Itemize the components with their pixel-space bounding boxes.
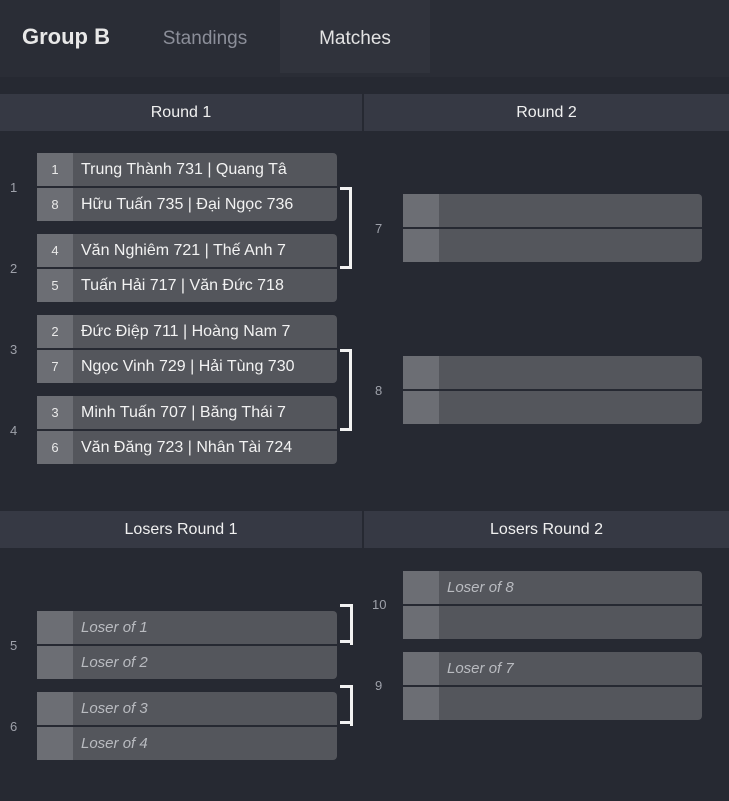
match-slot-bottom[interactable]: Loser of 4 (37, 727, 337, 760)
seed-badge: 2 (37, 315, 73, 348)
match-5[interactable]: Loser of 1 Loser of 2 (37, 611, 337, 679)
match-number: 1 (10, 180, 18, 195)
match-number: 10 (372, 597, 387, 612)
match-slot-top[interactable]: 2 Đức Điệp 711 | Hoàng Nam 7 (37, 315, 337, 348)
tab-standings[interactable]: Standings (162, 28, 248, 49)
match-number: 3 (10, 342, 18, 357)
seed-badge: 1 (37, 153, 73, 186)
match-number: 2 (10, 261, 18, 276)
bracket-connector (340, 721, 353, 724)
match-8[interactable] (403, 356, 702, 424)
seed-badge (37, 727, 73, 760)
round-1-header: Round 1 (0, 94, 362, 131)
placeholder-label: Loser of 2 (81, 654, 148, 671)
team-name: Trung Thành 731 | Quang Tâ (81, 161, 287, 178)
seed-badge (403, 356, 439, 389)
match-slot-top[interactable]: 1 Trung Thành 731 | Quang Tâ (37, 153, 337, 186)
placeholder-label: Loser of 1 (81, 619, 148, 636)
match-slot-top[interactable]: Loser of 3 (37, 692, 337, 725)
match-10[interactable]: Loser of 8 (403, 571, 702, 639)
match-slot-top[interactable]: Loser of 8 (403, 571, 702, 604)
seed-badge (403, 391, 439, 424)
seed-badge (403, 687, 439, 720)
match-slot-top[interactable]: 4 Văn Nghiêm 721 | Thế Anh 7 (37, 234, 337, 267)
team-name: Đức Điệp 711 | Hoàng Nam 7 (81, 323, 291, 340)
seed-badge (37, 611, 73, 644)
team-name: Văn Đăng 723 | Nhân Tài 724 (81, 439, 293, 456)
seed-badge (403, 606, 439, 639)
seed-badge (403, 571, 439, 604)
match-number: 5 (10, 638, 18, 653)
match-slot-bottom[interactable]: 6 Văn Đăng 723 | Nhân Tài 724 (37, 431, 337, 464)
top-bar: Group B Standings Matches (0, 0, 729, 77)
match-slot-bottom[interactable] (403, 391, 702, 424)
match-number: 9 (375, 678, 383, 693)
team-name: Tuấn Hải 717 | Văn Đức 718 (81, 277, 284, 294)
match-slot-bottom[interactable]: 7 Ngọc Vinh 729 | Hải Tùng 730 (37, 350, 337, 383)
match-slot-bottom[interactable]: Loser of 2 (37, 646, 337, 679)
match-6[interactable]: Loser of 3 Loser of 4 (37, 692, 337, 760)
seed-badge (403, 652, 439, 685)
seed-badge (37, 692, 73, 725)
match-slot-top[interactable]: Loser of 1 (37, 611, 337, 644)
match-slot-bottom[interactable] (403, 229, 702, 262)
match-2[interactable]: 4 Văn Nghiêm 721 | Thế Anh 7 5 Tuấn Hải … (37, 234, 337, 302)
tab-matches[interactable]: Matches (280, 0, 430, 73)
bracket-connector (340, 640, 353, 643)
placeholder-label: Loser of 8 (447, 579, 514, 596)
bracket-connector (340, 604, 353, 645)
match-slot-bottom[interactable]: 5 Tuấn Hải 717 | Văn Đức 718 (37, 269, 337, 302)
match-9[interactable]: Loser of 7 (403, 652, 702, 720)
seed-badge: 8 (37, 188, 73, 221)
seed-badge: 4 (37, 234, 73, 267)
match-number: 6 (10, 719, 18, 734)
bracket-connector (340, 187, 352, 269)
match-slot-bottom[interactable]: 8 Hữu Tuấn 735 | Đại Ngọc 736 (37, 188, 337, 221)
seed-badge: 7 (37, 350, 73, 383)
match-7[interactable] (403, 194, 702, 262)
match-slot-bottom[interactable] (403, 687, 702, 720)
losers-round-2-header: Losers Round 2 (364, 511, 729, 548)
placeholder-label: Loser of 4 (81, 735, 148, 752)
match-slot-top[interactable]: Loser of 7 (403, 652, 702, 685)
placeholder-label: Loser of 7 (447, 660, 514, 677)
seed-badge (403, 229, 439, 262)
match-number: 4 (10, 423, 18, 438)
team-name: Minh Tuấn 707 | Băng Thái 7 (81, 404, 286, 421)
placeholder-label: Loser of 3 (81, 700, 148, 717)
match-slot-bottom[interactable] (403, 606, 702, 639)
losers-round-1-header: Losers Round 1 (0, 511, 362, 548)
match-4[interactable]: 3 Minh Tuấn 707 | Băng Thái 7 6 Văn Đăng… (37, 396, 337, 464)
match-slot-top[interactable] (403, 356, 702, 389)
group-title: Group B (22, 24, 110, 49)
seed-badge (403, 194, 439, 227)
team-name: Văn Nghiêm 721 | Thế Anh 7 (81, 242, 286, 259)
team-name: Ngọc Vinh 729 | Hải Tùng 730 (81, 358, 295, 375)
bracket-connector (340, 349, 352, 431)
match-1[interactable]: 1 Trung Thành 731 | Quang Tâ 8 Hữu Tuấn … (37, 153, 337, 221)
match-slot-top[interactable]: 3 Minh Tuấn 707 | Băng Thái 7 (37, 396, 337, 429)
match-slot-top[interactable] (403, 194, 702, 227)
round-2-header: Round 2 (364, 94, 729, 131)
match-number: 7 (375, 221, 383, 236)
seed-badge (37, 646, 73, 679)
bracket-connector (340, 685, 353, 726)
match-3[interactable]: 2 Đức Điệp 711 | Hoàng Nam 7 7 Ngọc Vinh… (37, 315, 337, 383)
seed-badge: 6 (37, 431, 73, 464)
seed-badge: 3 (37, 396, 73, 429)
match-number: 8 (375, 383, 383, 398)
seed-badge: 5 (37, 269, 73, 302)
team-name: Hữu Tuấn 735 | Đại Ngọc 736 (81, 196, 294, 213)
